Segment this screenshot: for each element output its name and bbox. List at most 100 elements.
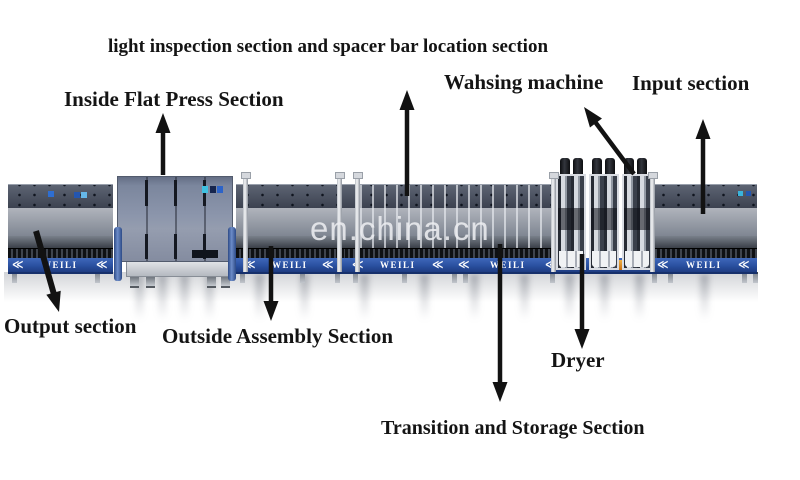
chevron-left-icon: ≪ xyxy=(12,258,24,271)
machine-top-rail xyxy=(8,184,113,208)
conveyor-rollers xyxy=(652,248,757,258)
washing-roller-band xyxy=(558,208,584,230)
washing-roller-base xyxy=(559,251,583,267)
machine-output-section xyxy=(8,184,113,258)
machine-lower-frame xyxy=(8,236,113,248)
machine-lower-frame xyxy=(236,236,345,248)
machine-back-panel xyxy=(8,208,113,236)
reflection-streak xyxy=(135,274,144,320)
press-slot xyxy=(174,234,177,259)
washing-roller-band xyxy=(591,208,617,230)
label-input-section: Input section xyxy=(632,71,750,95)
chevron-left-icon: ≪ xyxy=(738,258,750,271)
label-outside-assembly-section: Outside Assembly Section xyxy=(162,324,394,348)
reflection-streak xyxy=(360,274,369,320)
press-side-cylinder xyxy=(114,227,122,281)
washing-roller-tower xyxy=(622,174,652,270)
label-inside-flat-press: Inside Flat Press Section xyxy=(64,87,284,111)
press-slot xyxy=(145,234,148,259)
weili-brand-text: WEILI xyxy=(490,260,526,270)
press-slot xyxy=(145,180,148,206)
press-side-cylinder xyxy=(228,227,236,281)
press-slot xyxy=(174,180,177,206)
washing-roller-tower xyxy=(556,174,586,270)
conveyor-rollers xyxy=(236,248,345,258)
chevron-left-icon: ≪ xyxy=(458,258,470,271)
weili-brand-text: WEILI xyxy=(272,260,308,270)
press-bottom-bar xyxy=(192,250,218,258)
reflection-streak xyxy=(700,274,709,320)
junction-post xyxy=(335,172,345,272)
chevron-left-icon: ≪ xyxy=(657,258,669,271)
press-panel-divider xyxy=(175,177,177,261)
reflection-streak xyxy=(300,274,309,320)
chevron-left-icon: ≪ xyxy=(244,258,256,271)
reflection-streak xyxy=(565,274,574,320)
machine-shadow xyxy=(4,272,758,302)
machine-foot xyxy=(130,277,139,288)
junction-post xyxy=(353,172,363,272)
machine-lower-frame xyxy=(652,236,757,248)
machine-light-inspection-section xyxy=(345,184,557,258)
reflection-streak xyxy=(180,274,189,320)
machine-back-panel xyxy=(652,208,757,236)
machine-foot xyxy=(146,277,155,288)
weili-logo-icon xyxy=(738,191,743,196)
washing-motor-icon xyxy=(592,158,602,175)
machine-outside-assembly-section xyxy=(236,184,345,258)
machine-foot xyxy=(207,277,216,288)
chevron-left-icon: ≪ xyxy=(322,258,334,271)
washing-motor-icon xyxy=(560,158,570,175)
inspection-post-stripes xyxy=(350,185,552,248)
press-panel-divider xyxy=(204,177,206,261)
junction-post xyxy=(241,172,251,272)
washing-roller-base xyxy=(625,251,649,267)
washing-motor-icon xyxy=(605,158,615,175)
weili-logo-icon xyxy=(48,191,54,197)
machine-input-section xyxy=(652,184,757,258)
chevron-left-icon: ≪ xyxy=(96,258,108,271)
reflection-streak xyxy=(600,274,609,320)
press-slot xyxy=(203,234,206,259)
machine-top-rail xyxy=(652,184,757,208)
inside-flat-press-arrow xyxy=(155,113,171,175)
watermark-text: en.china.cn xyxy=(310,210,490,247)
inside-flat-press-unit xyxy=(114,176,236,281)
reflection-streak xyxy=(420,274,429,320)
reflection-streak xyxy=(635,274,644,320)
washing-motor-icon xyxy=(624,158,634,175)
washing-roller-base xyxy=(592,251,616,267)
weili-brand-text: WEILI xyxy=(380,260,416,270)
junction-post xyxy=(549,172,559,272)
reflection-streak xyxy=(470,274,479,320)
washing-machine-unit xyxy=(556,158,653,270)
label-washing-machine: Wahsing machine xyxy=(444,70,604,94)
chevron-left-icon: ≪ xyxy=(432,258,444,271)
press-panel-divider xyxy=(146,177,148,261)
conveyor-rollers xyxy=(8,248,113,258)
machine-foot xyxy=(221,277,230,288)
washing-motor-icon xyxy=(637,158,647,175)
label-transition-storage: Transition and Storage Section xyxy=(381,417,645,439)
washing-motor-icon xyxy=(573,158,583,175)
weili-brand-text: WEILI xyxy=(686,260,722,270)
junction-post xyxy=(648,172,658,272)
conveyor-rollers xyxy=(345,248,557,258)
washing-roller-tower xyxy=(589,174,619,270)
reflection-streak xyxy=(158,274,167,320)
machine-back-panel xyxy=(236,208,345,236)
label-dryer: Dryer xyxy=(551,348,605,372)
light-inspection-arrow xyxy=(399,90,415,196)
weili-brand-text: WEILI xyxy=(42,260,78,270)
press-platform xyxy=(126,257,233,277)
label-light-inspection-section: light inspection section and spacer bar … xyxy=(108,36,549,57)
reflection-streak xyxy=(205,274,214,320)
reflection-streak xyxy=(255,274,264,320)
machine-top-rail xyxy=(236,184,345,208)
reflection-streak xyxy=(520,274,529,320)
washing-roller-band xyxy=(624,208,650,230)
weili-logo-icon xyxy=(202,186,208,193)
chevron-left-icon: ≪ xyxy=(545,258,557,272)
label-output-section: Output section xyxy=(4,314,137,338)
